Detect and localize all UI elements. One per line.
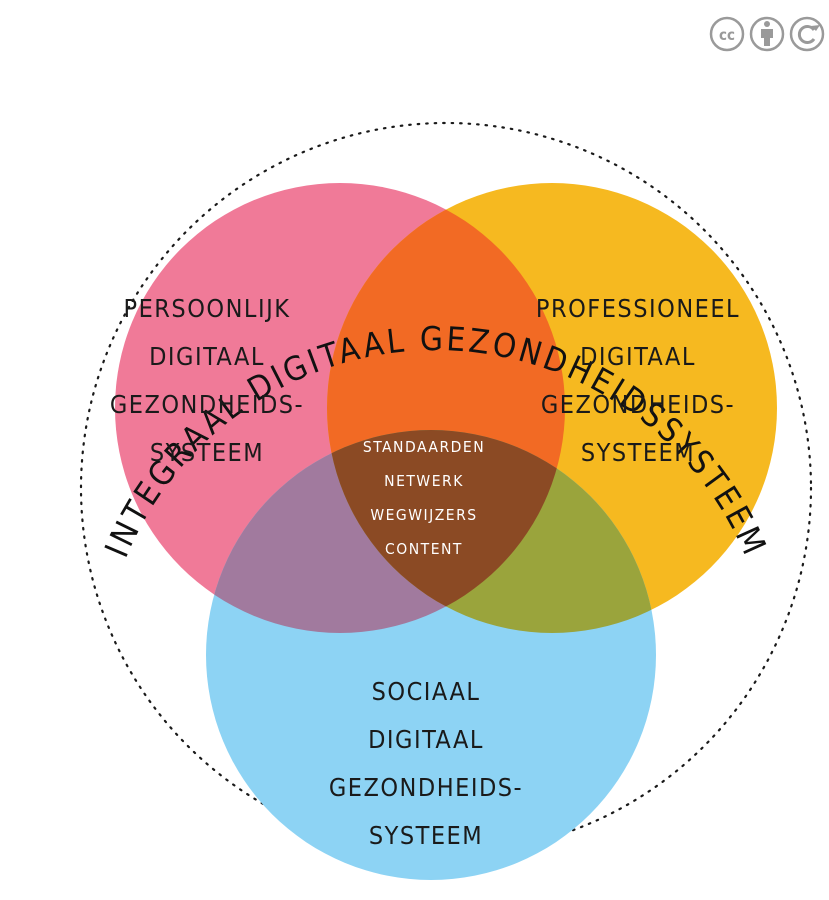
license-badge: cc	[709, 16, 825, 52]
attribution-icon	[749, 16, 785, 52]
social-label: SOCIAAL DIGITAAL GEZONDHEIDS- SYSTEEM	[329, 677, 523, 850]
social-label-line: DIGITAAL	[368, 725, 484, 754]
center-label-line: WEGWIJZERS	[370, 506, 477, 524]
center-label-line: STANDAARDEN	[363, 438, 485, 456]
center-label-line: CONTENT	[385, 540, 463, 558]
overlap-professional-social	[327, 430, 656, 633]
creative-commons-icon: cc	[709, 16, 745, 52]
professional-label-line: DIGITAAL	[580, 342, 696, 371]
professional-label-line: GEZONDHEIDS-	[541, 390, 735, 419]
outer-boundary	[79, 121, 813, 855]
personal-label-line: SYSTEEM	[150, 438, 264, 467]
personal-label: PERSOONLIJK DIGITAAL GEZONDHEIDS- SYSTEE…	[110, 294, 304, 467]
social-label-line: SOCIAAL	[372, 677, 481, 706]
cc-text: cc	[719, 26, 735, 44]
professional-label-line: PROFESSIONEEL	[536, 294, 740, 323]
professional-label: PROFESSIONEEL DIGITAAL GEZONDHEIDS- SYST…	[536, 294, 740, 467]
personal-label-line: PERSOONLIJK	[124, 294, 291, 323]
social-label-line: SYSTEEM	[369, 821, 483, 850]
center-label-line: NETWERK	[384, 472, 464, 490]
share-alike-icon	[789, 16, 825, 52]
social-label-line: GEZONDHEIDS-	[329, 773, 523, 802]
center-label: STANDAARDEN NETWERK WEGWIJZERS CONTENT	[363, 438, 485, 558]
personal-label-line: GEZONDHEIDS-	[110, 390, 304, 419]
personal-label-line: DIGITAAL	[149, 342, 265, 371]
professional-label-line: SYSTEEM	[581, 438, 695, 467]
